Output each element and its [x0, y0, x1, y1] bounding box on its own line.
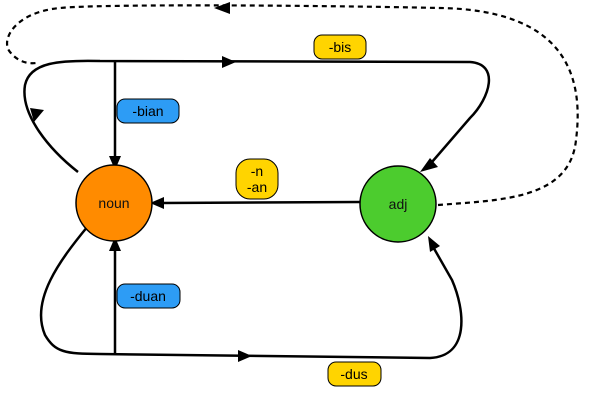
arrowhead-top-left	[30, 108, 44, 122]
label-n-an-box	[235, 158, 279, 200]
arrowhead-duan	[109, 237, 121, 251]
label-dus-text: -dus	[340, 366, 367, 382]
noun-node: noun	[75, 164, 153, 242]
adj-label: adj	[389, 196, 408, 212]
arrowhead-top-mid	[222, 56, 236, 68]
dashed-edge-adj-to-top	[5, 4, 579, 207]
label-n-an-text-2: -an	[247, 179, 267, 195]
noun-circle	[75, 164, 153, 242]
label-dus-box	[327, 361, 382, 387]
arrowhead-bian	[109, 156, 121, 170]
edge-n-an	[161, 200, 361, 205]
arrowhead-n-an	[150, 197, 164, 209]
edge-bottom-loop	[39, 225, 463, 360]
label-duan-box	[116, 283, 181, 309]
label-bis-text: -bis	[329, 39, 352, 55]
label-bis-box	[313, 34, 367, 60]
label-bis: -bis	[313, 34, 367, 60]
arrowhead-bottom-mid	[238, 350, 252, 362]
label-duan: -duan	[116, 283, 181, 309]
adj-circle	[359, 165, 437, 243]
label-bian: -bian	[116, 98, 180, 124]
label-bian-box	[116, 98, 180, 124]
noun-label: noun	[98, 195, 129, 211]
label-bian-text: -bian	[132, 103, 163, 119]
dashed-edge-arrowhead	[214, 2, 230, 14]
label-dus: -dus	[327, 361, 382, 387]
edge-top-loop	[23, 59, 490, 173]
label-n-an-text-1: -n	[251, 163, 263, 179]
arrowhead-into-adj-bottom	[428, 236, 440, 252]
label-duan-text: -duan	[130, 288, 166, 304]
label-n-an: -n -an	[235, 158, 279, 200]
adj-node: adj	[359, 165, 437, 243]
arrowhead-into-adj	[420, 158, 438, 172]
